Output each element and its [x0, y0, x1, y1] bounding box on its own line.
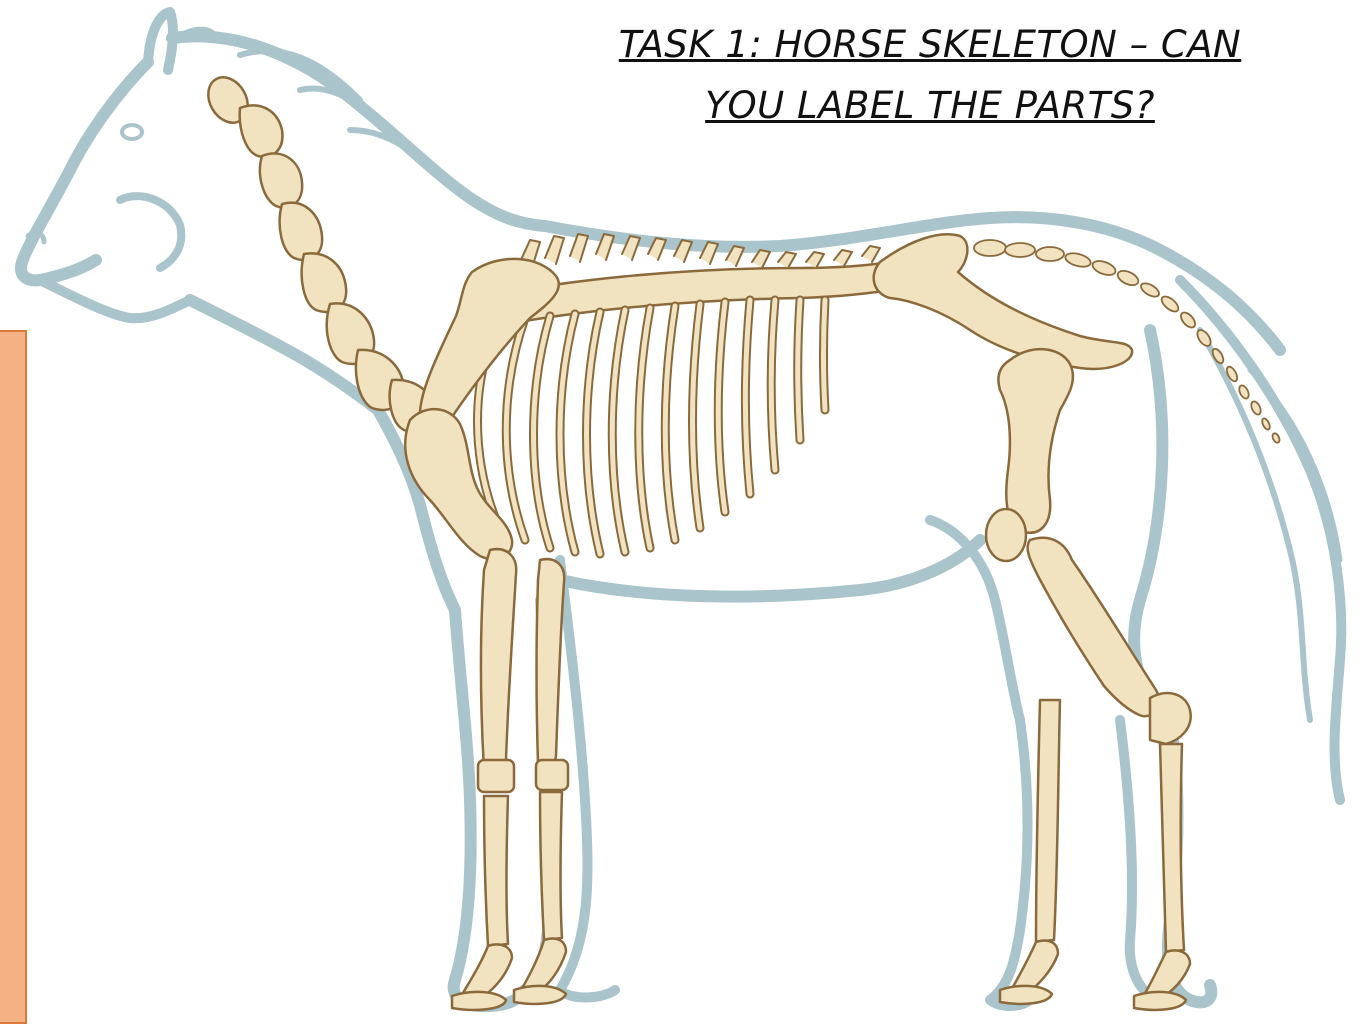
vertebra: [260, 154, 302, 208]
horse-tail-outline: [1180, 280, 1341, 800]
spinous-process: [778, 252, 796, 268]
tail-vertebra: [1064, 251, 1092, 269]
hind-hoof-bone-far: [1000, 986, 1052, 1004]
hind-cannon-bone: [1160, 744, 1184, 952]
horse-tail-strand: [1200, 330, 1310, 720]
tail-vertebra: [1005, 243, 1035, 257]
tail-vertebra: [1237, 384, 1250, 400]
tail-vertebra: [1271, 432, 1281, 444]
horse-cheek-outline: [120, 196, 181, 268]
horse-eye-outline: [122, 125, 142, 139]
femur-bone: [998, 349, 1072, 533]
horse-hind-leg-back-outline: [1120, 720, 1160, 1000]
cannon-bone-far: [540, 792, 562, 940]
hind-cannon-bone-far: [1036, 700, 1060, 942]
hock-bone: [1150, 693, 1191, 744]
tail-vertebra: [1036, 247, 1064, 261]
tail-vertebra: [1091, 258, 1118, 277]
spinous-process: [806, 252, 824, 268]
patella-bone: [986, 509, 1026, 561]
tail-vertebra: [1261, 417, 1272, 430]
horse-skeleton: [200, 70, 1280, 1010]
horse-jaw-outline: [40, 280, 190, 318]
hoof-bone-far: [514, 986, 566, 1004]
horse-face-outline: [21, 62, 148, 280]
tail-vertebra: [1195, 328, 1214, 348]
spinous-process: [834, 250, 852, 266]
spinous-process: [862, 246, 880, 262]
humerus-bone: [405, 409, 512, 559]
horse-hind-leg-inner-outline: [990, 720, 1030, 1006]
radius-bone: [481, 549, 516, 775]
tail-vertebra: [1139, 281, 1161, 300]
tail-vertebra: [1211, 347, 1226, 365]
carpus-bone-far: [536, 760, 568, 790]
tail-vertebra: [1115, 268, 1140, 288]
tail-vertebra: [1159, 294, 1181, 315]
carpus-bone: [478, 760, 514, 792]
pelvis-bone: [874, 234, 1132, 369]
vertebra: [280, 203, 323, 260]
radius-bone-far: [537, 559, 565, 769]
spinous-process: [570, 234, 588, 262]
tail-vertebra: [1249, 400, 1262, 416]
hoof-bone: [452, 992, 506, 1010]
tail-vertebra: [974, 240, 1006, 256]
horse-hindquarter-outline: [1134, 330, 1170, 720]
spinous-process: [545, 236, 564, 264]
horse-body-outline: [21, 12, 1341, 1006]
vertebra: [240, 105, 283, 156]
tail-vertebra: [1178, 310, 1197, 330]
cannon-bone: [484, 796, 508, 946]
hind-hoof-bone: [1134, 992, 1186, 1010]
